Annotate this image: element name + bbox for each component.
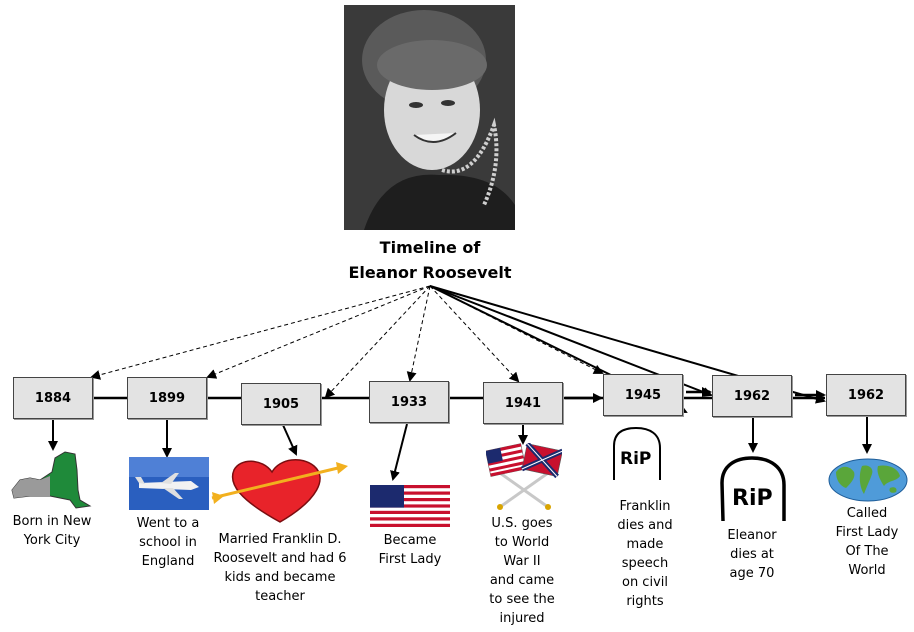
airplane-icon — [129, 457, 209, 510]
title-line-1: Timeline of — [379, 238, 481, 257]
dashed-link-1884 — [90, 285, 431, 380]
crossed-flags-swords-icon — [486, 443, 562, 510]
eleanor-roosevelt-portrait — [344, 5, 515, 230]
caption-1941: U.S. goes to World War II and came to se… — [489, 516, 555, 626]
dashed-link-1933 — [406, 285, 431, 382]
dashed-link-1941 — [429, 285, 520, 383]
caption-1899: Went to a school in England — [136, 516, 200, 569]
us-flag-icon — [370, 485, 450, 527]
svg-text:RiP: RiP — [620, 449, 651, 469]
dashed-link-1905 — [324, 285, 431, 399]
year-box-1884: 1884 — [13, 377, 93, 419]
rip-tombstone-large-icon: RiP — [720, 456, 786, 522]
year-box-1899: 1899 — [127, 377, 207, 419]
year-box-1933: 1933 — [369, 381, 449, 423]
svg-text:RiP: RiP — [732, 486, 773, 511]
globe-icon — [828, 458, 908, 502]
new-york-state-icon — [11, 451, 92, 509]
rip-tombstone-icon: RiP — [613, 426, 661, 480]
caption-1905: Married Franklin D. Roosevelt and had 6 … — [213, 532, 347, 604]
caption-1933: Became First Lady — [378, 533, 442, 567]
caption-1945: Franklin dies and made speech on civil r… — [617, 499, 673, 609]
caption-1884: Born in New York City — [12, 514, 92, 548]
heart-arrow-icon — [211, 459, 348, 523]
year-box-1941: 1941 — [483, 382, 563, 424]
year-box-1962-title: 1962 — [826, 374, 906, 416]
year-box-1962-death: 1962 — [712, 375, 792, 417]
diagram-title: Timeline of Eleanor Roosevelt — [320, 235, 540, 285]
caption-1962-title: Called First Lady Of The World — [835, 506, 899, 578]
caption-1962-death: Eleanor dies at age 70 — [727, 528, 777, 581]
year-box-1905: 1905 — [241, 383, 321, 425]
title-line-2: Eleanor Roosevelt — [348, 263, 512, 282]
down-arrow-1933 — [390, 423, 408, 481]
year-box-1945: 1945 — [603, 374, 683, 416]
down-arrow-1905 — [282, 424, 298, 456]
dashed-link-1899 — [206, 285, 431, 379]
